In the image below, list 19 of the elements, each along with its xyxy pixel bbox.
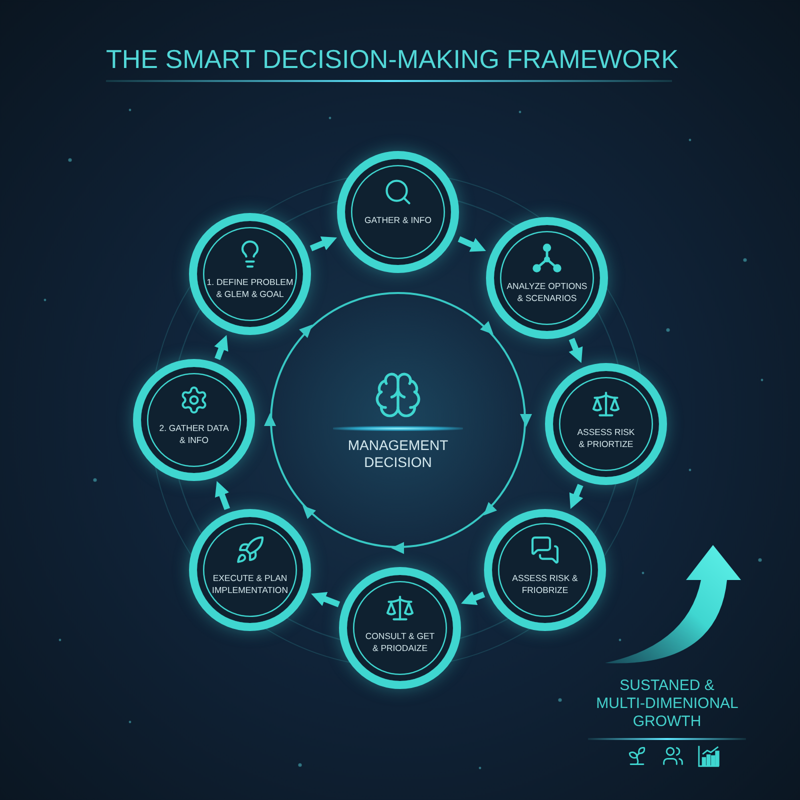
step-label: 1. DEFINE PROBLEM & GLEM & GOAL xyxy=(206,276,294,300)
arrow xyxy=(460,591,486,606)
arrow xyxy=(458,236,488,254)
center-label: MANAGEMENT DECISION xyxy=(346,437,450,470)
arrow xyxy=(214,480,230,510)
arrow xyxy=(214,334,230,360)
step-label: ASSESS RISK & PRIORTIZE xyxy=(576,426,636,450)
arrow xyxy=(310,234,338,252)
arrow xyxy=(568,484,584,510)
arrow xyxy=(568,338,584,364)
arrow xyxy=(310,590,340,608)
step-label: CONSULT & GET & PRIODAIZE xyxy=(364,630,436,654)
step-label: EXECUTE & PLAN IMPLEMENTATION xyxy=(211,572,289,596)
diagram-title: THE SMART DECISION-MAKING FRAMEWORK xyxy=(106,44,679,76)
growth-caption: SUSTANED & MULTI-DIMENIONAL GROWTH xyxy=(595,677,739,731)
step-label: GATHER & INFO xyxy=(364,214,432,226)
step-label: ASSESS RISK & FRIOBRIZE xyxy=(511,572,579,596)
step-label: 2. GATHER DATA & INFO xyxy=(158,422,230,446)
step-label: ANALYZE OPTIONS & SCENARIOS xyxy=(506,280,588,304)
